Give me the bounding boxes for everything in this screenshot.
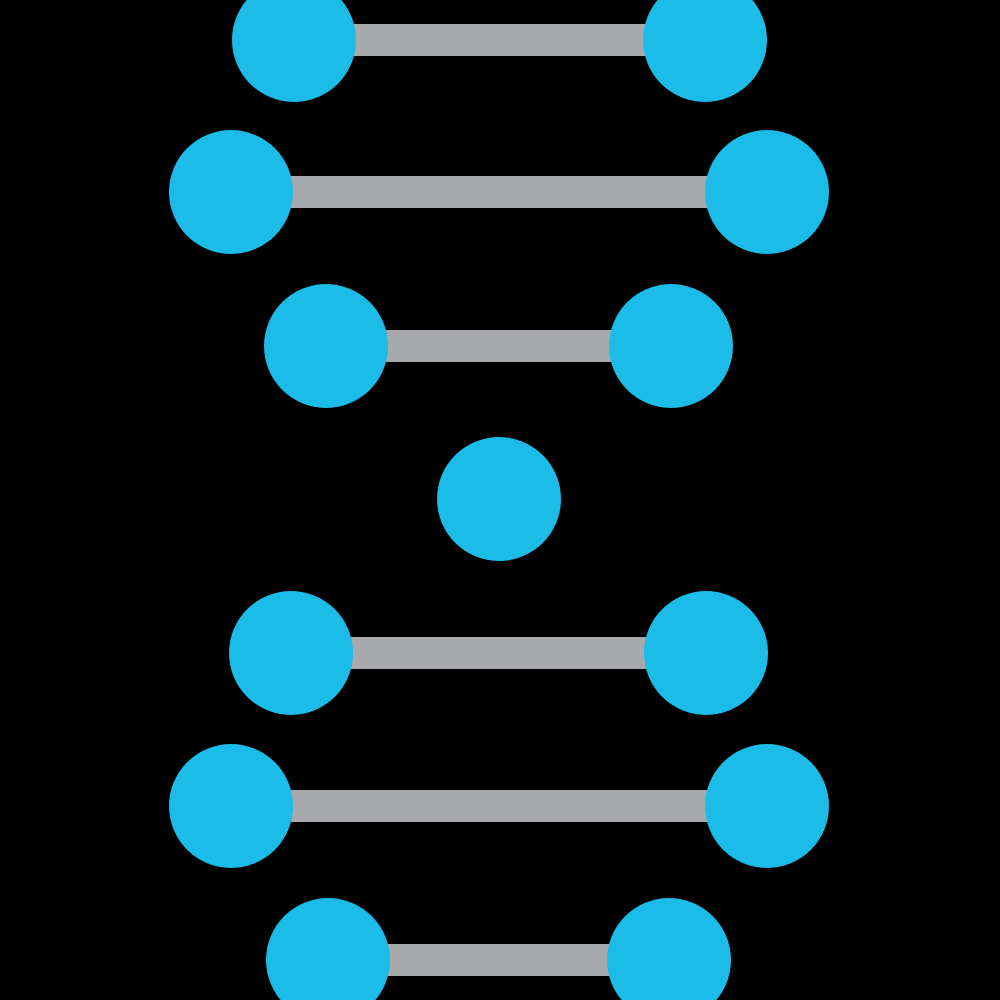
base-right-7 xyxy=(607,898,731,1000)
base-left-3 xyxy=(264,284,388,408)
base-right-1 xyxy=(643,0,767,102)
base-pair-7 xyxy=(266,898,731,1000)
base-right-5 xyxy=(644,591,768,715)
base-pair-3 xyxy=(264,284,733,408)
base-left-1 xyxy=(232,0,356,102)
base-pair-2 xyxy=(169,130,829,254)
base-right-2 xyxy=(705,130,829,254)
bond-2 xyxy=(231,176,767,208)
base-pair-4 xyxy=(437,437,561,561)
bond-5 xyxy=(291,637,706,669)
base-left-5 xyxy=(229,591,353,715)
base-left-7 xyxy=(266,898,390,1000)
base-center-4 xyxy=(437,437,561,561)
base-right-3 xyxy=(609,284,733,408)
base-pair-6 xyxy=(169,744,829,868)
bond-6 xyxy=(231,790,767,822)
bond-1 xyxy=(294,24,706,56)
base-right-6 xyxy=(705,744,829,868)
base-pair-1 xyxy=(232,0,767,102)
base-left-2 xyxy=(169,130,293,254)
base-left-6 xyxy=(169,744,293,868)
base-pair-5 xyxy=(229,591,768,715)
